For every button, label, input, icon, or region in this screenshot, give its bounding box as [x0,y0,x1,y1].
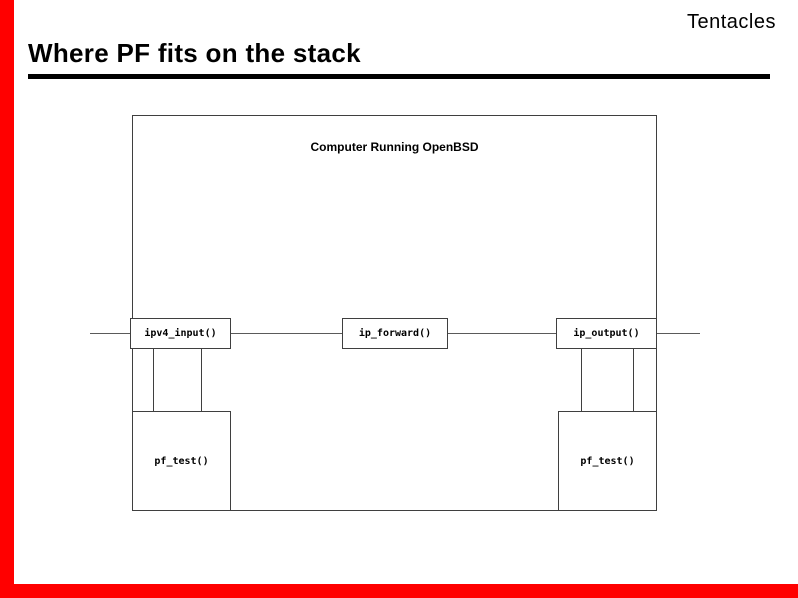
corner-label: Tentacles [687,11,776,33]
computer-box [132,115,657,511]
node-pf-test-right: pf_test() [558,411,657,511]
title-underline [28,74,770,79]
node-ip-forward: ip_forward() [342,318,448,349]
node-ipv4-input: ipv4_input() [130,318,231,349]
computer-box-label: Computer Running OpenBSD [310,140,479,154]
left-red-border [0,0,14,598]
node-pf-test-left: pf_test() [132,411,231,511]
node-ip-output: ip_output() [556,318,657,349]
connector-ipv4-input-pf-test-left-a [153,349,154,411]
bottom-red-border [0,584,798,598]
connector-ipv4-input-pf-test-left-b [201,349,202,411]
page-title: Where PF fits on the stack [28,38,361,68]
connector-ip-output-pf-test-right-b [633,349,634,411]
connector-ip-output-pf-test-right-a [581,349,582,411]
